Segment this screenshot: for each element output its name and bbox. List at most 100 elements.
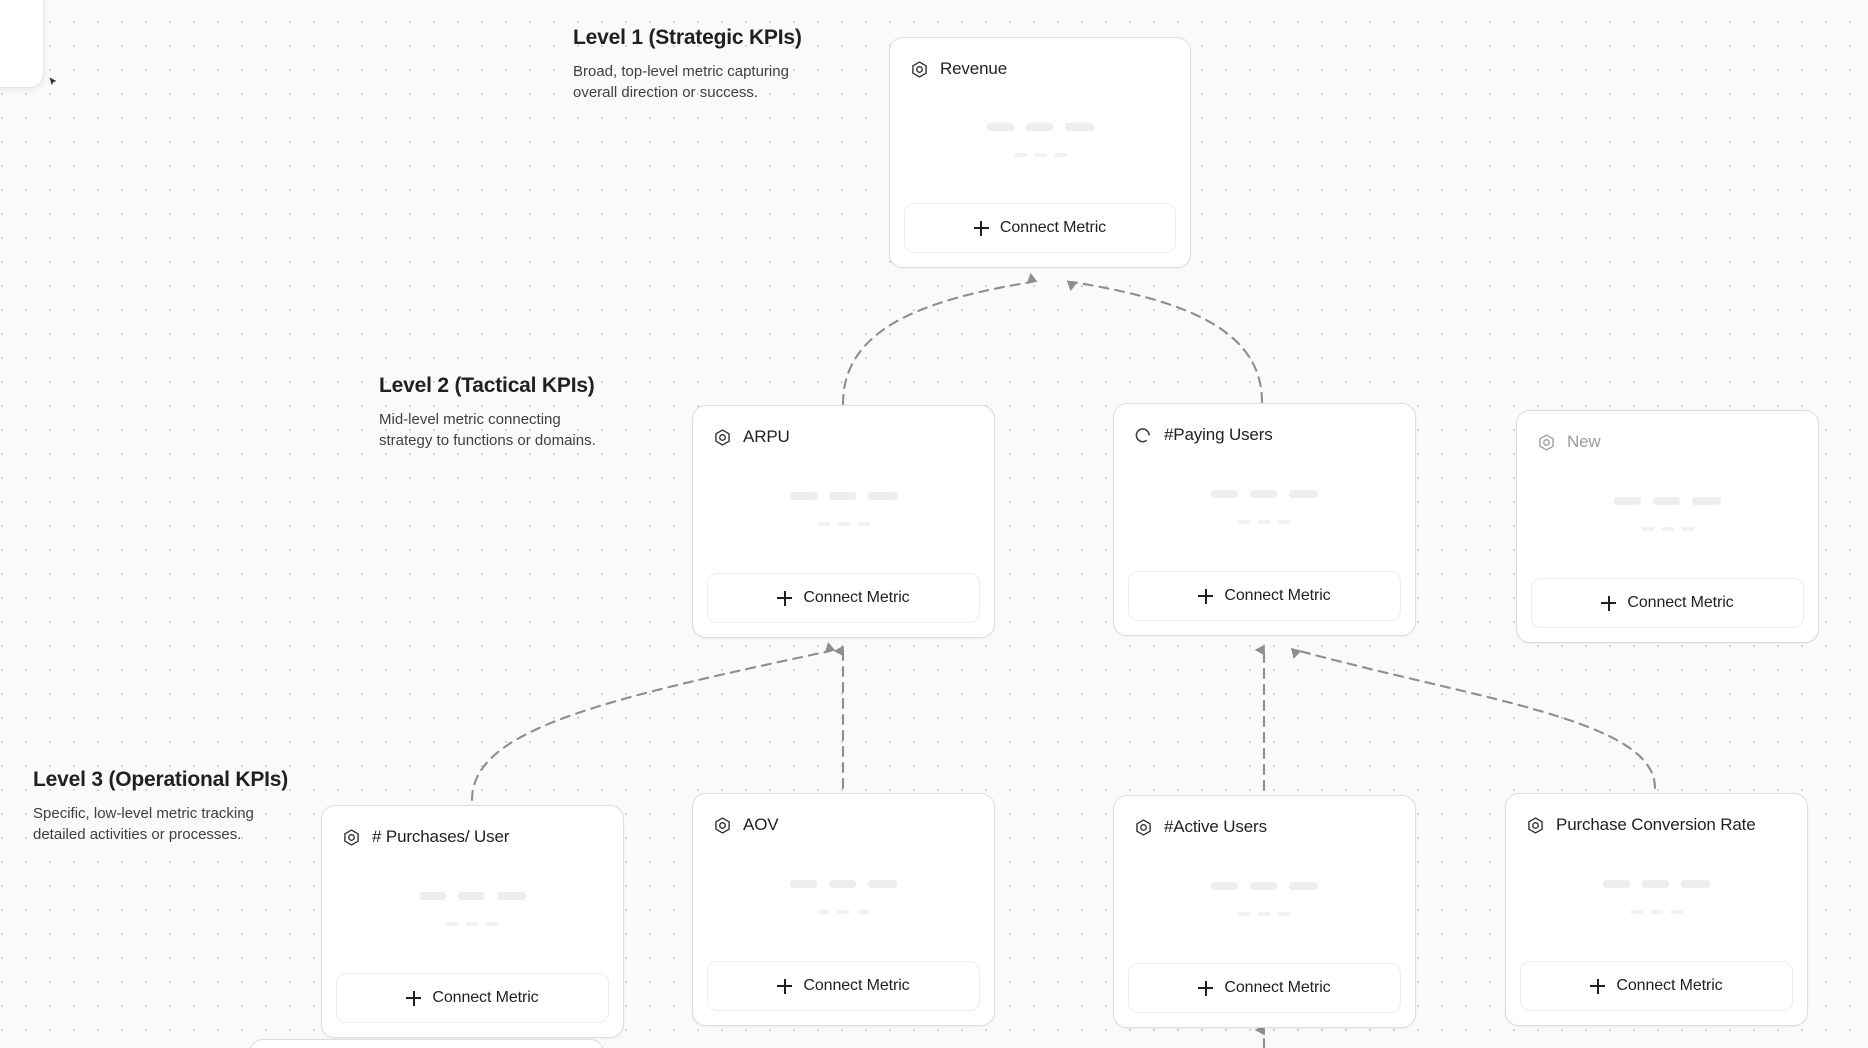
level-2-description: Mid-level metric connecting strategy to … bbox=[379, 411, 596, 450]
connect-metric-label: Connect Metric bbox=[1224, 587, 1331, 604]
card-title: ARPU bbox=[743, 427, 790, 446]
metric-card-new[interactable]: New Connect Metric bbox=[1516, 410, 1819, 643]
card-skeleton-body bbox=[322, 850, 623, 973]
level-2-label-block: Level 2 (Tactical KPIs) Mid-level metric… bbox=[379, 374, 596, 452]
connect-metric-label: Connect Metric bbox=[1627, 594, 1734, 611]
skeleton-bar bbox=[1211, 489, 1238, 498]
card-skeleton-body bbox=[693, 838, 994, 961]
connect-metric-button[interactable]: Connect Metric bbox=[1531, 578, 1804, 628]
metric-card-revenue[interactable]: Revenue Connect Metric bbox=[889, 37, 1191, 268]
metric-card-offscreen-bottom[interactable] bbox=[249, 1039, 604, 1048]
skeleton-bar bbox=[790, 491, 817, 500]
plus-icon bbox=[406, 990, 422, 1006]
plus-icon bbox=[1198, 980, 1214, 996]
connect-metric-button[interactable]: Connect Metric bbox=[1520, 961, 1793, 1011]
card-header: Purchase Conversion Rate bbox=[1506, 794, 1807, 838]
skeleton-bar bbox=[446, 921, 459, 926]
skeleton-row-secondary bbox=[1013, 152, 1067, 157]
skeleton-bar bbox=[1670, 909, 1683, 914]
level-3-title: Level 3 (Operational KPIs) bbox=[33, 768, 289, 791]
metric-card-arpu[interactable]: ARPU Connect Metric bbox=[692, 405, 995, 638]
skeleton-bar bbox=[1238, 519, 1251, 524]
skeleton-bar bbox=[837, 521, 850, 526]
connect-metric-button[interactable]: Connect Metric bbox=[707, 573, 980, 623]
metric-card-paying-users[interactable]: #Paying Users Connect Metric bbox=[1113, 403, 1416, 636]
skeleton-bar bbox=[1250, 489, 1277, 498]
skeleton-bar bbox=[1278, 519, 1291, 524]
skeleton-bar bbox=[486, 921, 499, 926]
level-3-description: Specific, low-level metric tracking deta… bbox=[33, 805, 254, 844]
skeleton-bar bbox=[1013, 152, 1027, 157]
skeleton-bar bbox=[1653, 496, 1680, 505]
skeleton-bar bbox=[817, 521, 830, 526]
skeleton-bar bbox=[1603, 879, 1630, 888]
card-title: Purchase Conversion Rate bbox=[1556, 815, 1756, 834]
card-skeleton-body bbox=[1517, 455, 1818, 578]
skeleton-bar bbox=[1278, 911, 1291, 916]
connect-metric-label: Connect Metric bbox=[803, 977, 910, 994]
level-1-title: Level 1 (Strategic KPIs) bbox=[573, 26, 802, 49]
skeleton-row-secondary bbox=[1641, 526, 1694, 531]
hexagon-metric-icon bbox=[1526, 816, 1545, 835]
skeleton-bar bbox=[1641, 526, 1654, 531]
connect-metric-button[interactable]: Connect Metric bbox=[336, 973, 609, 1023]
skeleton-bar bbox=[497, 891, 526, 900]
skeleton-bar bbox=[466, 921, 479, 926]
skeleton-bar bbox=[1211, 881, 1238, 890]
skeleton-bar bbox=[829, 491, 856, 500]
card-title: Revenue bbox=[940, 59, 1007, 78]
skeleton-bar bbox=[1258, 911, 1271, 916]
skeleton-row-secondary bbox=[817, 909, 870, 914]
connect-metric-label: Connect Metric bbox=[432, 989, 539, 1006]
skeleton-bar bbox=[1289, 489, 1318, 498]
connect-metric-button[interactable]: Connect Metric bbox=[707, 961, 980, 1011]
card-header: New bbox=[1517, 411, 1818, 455]
cursor-glyph-icon bbox=[49, 77, 57, 86]
skeleton-row-secondary bbox=[1630, 909, 1683, 914]
skeleton-bar bbox=[458, 891, 485, 900]
card-skeleton-body bbox=[1506, 838, 1807, 961]
plus-icon bbox=[1198, 588, 1214, 604]
skeleton-bar bbox=[1661, 526, 1674, 531]
plus-icon bbox=[973, 220, 989, 236]
skeleton-row-primary bbox=[419, 891, 526, 900]
skeleton-row-secondary bbox=[1238, 519, 1291, 524]
skeleton-bar bbox=[1650, 909, 1663, 914]
metric-card-aov[interactable]: AOV Connect Metric bbox=[692, 793, 995, 1026]
skeleton-bar bbox=[868, 879, 897, 888]
skeleton-bar bbox=[1053, 152, 1067, 157]
connect-metric-button[interactable]: Connect Metric bbox=[1128, 963, 1401, 1013]
metric-card-active-users[interactable]: #Active Users Connect Metric bbox=[1113, 795, 1416, 1028]
skeleton-bar bbox=[1692, 496, 1721, 505]
card-title: #Paying Users bbox=[1164, 425, 1273, 444]
card-title: # Purchases/ User bbox=[372, 827, 510, 846]
edge-arpu-to-revenue bbox=[841, 272, 1038, 406]
offscreen-toolbar-panel[interactable] bbox=[0, 0, 44, 88]
skeleton-bar bbox=[857, 909, 870, 914]
skeleton-bar bbox=[1250, 881, 1277, 890]
edge-purchase-conversion-to-paying-users bbox=[1290, 647, 1657, 790]
plus-icon bbox=[1601, 595, 1617, 611]
plus-icon bbox=[777, 978, 793, 994]
skeleton-row-primary bbox=[1211, 881, 1318, 890]
skeleton-bar bbox=[1033, 152, 1047, 157]
level-1-description: Broad, top-level metric capturing overal… bbox=[573, 63, 789, 102]
skeleton-bar bbox=[1681, 879, 1710, 888]
skeleton-bar bbox=[1289, 881, 1318, 890]
skeleton-row-secondary bbox=[817, 521, 870, 526]
skeleton-row-primary bbox=[1603, 879, 1710, 888]
card-header: #Active Users bbox=[1114, 796, 1415, 840]
skeleton-bar bbox=[790, 879, 817, 888]
connect-metric-button[interactable]: Connect Metric bbox=[904, 203, 1176, 253]
connect-metric-button[interactable]: Connect Metric bbox=[1128, 571, 1401, 621]
metric-card-purchases-per-user[interactable]: # Purchases/ User Connect Metric bbox=[321, 805, 624, 1038]
card-title: #Active Users bbox=[1164, 817, 1267, 836]
skeleton-bar bbox=[1681, 526, 1694, 531]
plus-icon bbox=[777, 590, 793, 606]
plus-icon bbox=[1590, 978, 1606, 994]
card-skeleton-body bbox=[890, 82, 1190, 203]
skeleton-bar bbox=[817, 909, 830, 914]
metric-card-purchase-conversion-rate[interactable]: Purchase Conversion Rate Connect Metric bbox=[1505, 793, 1808, 1026]
hexagon-metric-icon bbox=[342, 828, 361, 847]
